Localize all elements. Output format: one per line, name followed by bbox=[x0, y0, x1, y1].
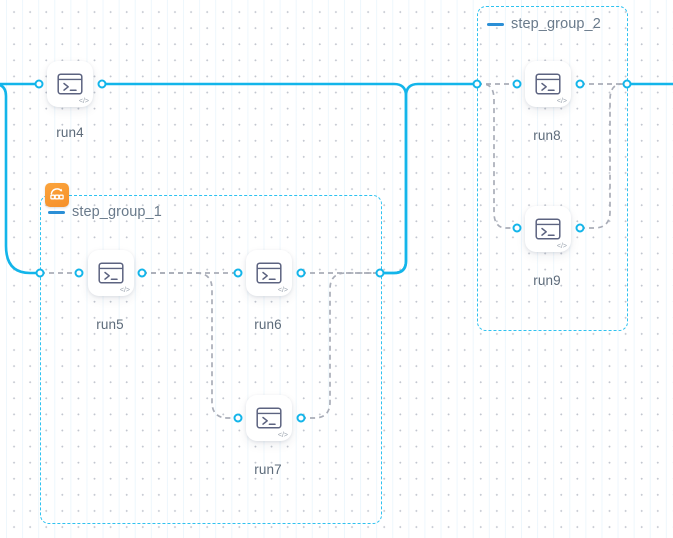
terminal-icon bbox=[98, 262, 124, 284]
code-badge-icon: </> bbox=[277, 287, 288, 294]
port-run7-out[interactable] bbox=[296, 413, 306, 423]
code-badge-icon: </> bbox=[277, 432, 288, 439]
terminal-icon bbox=[535, 73, 561, 95]
edge-canvas-to-group1in[interactable] bbox=[0, 83, 42, 275]
code-badge-icon: </> bbox=[119, 287, 130, 294]
node-run4[interactable]: </> bbox=[47, 61, 93, 107]
group-label-step-group-2: step_group_2 bbox=[511, 16, 601, 32]
node-run8[interactable]: </> bbox=[525, 61, 571, 107]
terminal-icon bbox=[57, 73, 83, 95]
group-collapse-dash-icon[interactable] bbox=[48, 210, 65, 214]
group-header-step-group-1[interactable]: step_group_1 bbox=[48, 205, 162, 220]
port-group2-out[interactable] bbox=[622, 79, 632, 89]
edge-group1out-to-group2in[interactable] bbox=[378, 82, 479, 275]
edge-run4-to-group1out[interactable] bbox=[100, 82, 408, 275]
edge-group2in-to-run9[interactable] bbox=[477, 83, 517, 229]
scale-group-icon bbox=[45, 183, 69, 207]
port-group1-out[interactable] bbox=[375, 268, 385, 278]
port-run6-in[interactable] bbox=[233, 268, 243, 278]
group-label-step-group-1: step_group_1 bbox=[72, 204, 162, 220]
node-label-run9: run9 bbox=[533, 273, 561, 288]
node-label-run8: run8 bbox=[533, 128, 561, 143]
node-label-run4: run4 bbox=[56, 125, 84, 140]
terminal-icon bbox=[535, 218, 561, 240]
port-run9-in[interactable] bbox=[512, 223, 522, 233]
code-badge-icon: </> bbox=[78, 98, 89, 105]
node-run6[interactable]: </> bbox=[246, 250, 292, 296]
port-run5-in[interactable] bbox=[74, 268, 84, 278]
node-run7[interactable]: </> bbox=[246, 395, 292, 441]
port-group2-in[interactable] bbox=[472, 79, 482, 89]
port-run7-in[interactable] bbox=[233, 413, 243, 423]
port-run8-in[interactable] bbox=[512, 79, 522, 89]
port-run4-in[interactable] bbox=[34, 79, 44, 89]
edge-run5-to-run7[interactable] bbox=[142, 272, 238, 419]
edge-run7-to-group1out[interactable] bbox=[301, 272, 380, 419]
port-run5-out[interactable] bbox=[137, 268, 147, 278]
node-label-run5: run5 bbox=[96, 317, 124, 332]
edge-run9-to-group2out[interactable] bbox=[580, 83, 627, 229]
port-run9-out[interactable] bbox=[575, 223, 585, 233]
code-badge-icon: </> bbox=[556, 243, 567, 250]
node-label-run7: run7 bbox=[254, 462, 282, 477]
group-collapse-dash-icon[interactable] bbox=[487, 22, 504, 26]
node-label-run6: run6 bbox=[254, 317, 282, 332]
terminal-icon bbox=[256, 262, 282, 284]
code-badge-icon: </> bbox=[556, 98, 567, 105]
port-run8-out[interactable] bbox=[575, 79, 585, 89]
terminal-icon bbox=[256, 407, 282, 429]
group-header-step-group-2[interactable]: step_group_2 bbox=[487, 17, 601, 32]
node-run9[interactable]: </> bbox=[525, 206, 571, 252]
node-run5[interactable]: </> bbox=[88, 250, 134, 296]
port-group1-in[interactable] bbox=[35, 268, 45, 278]
port-run4-out[interactable] bbox=[97, 79, 107, 89]
port-run6-out[interactable] bbox=[296, 268, 306, 278]
